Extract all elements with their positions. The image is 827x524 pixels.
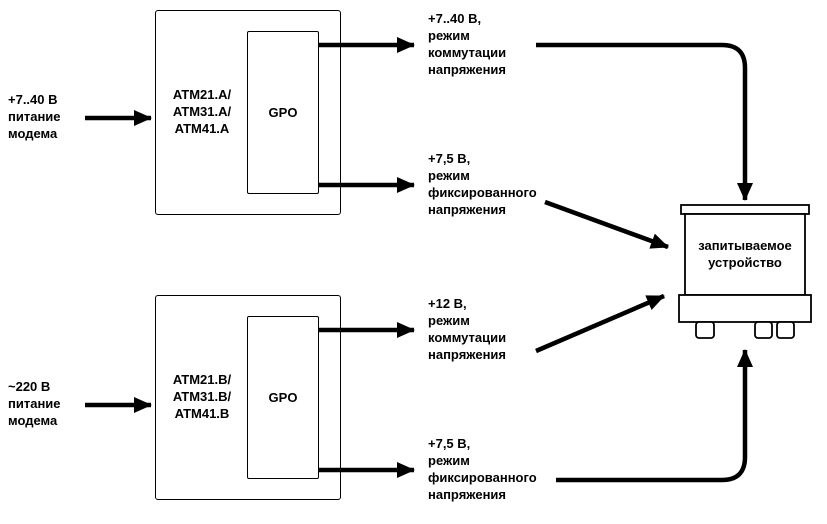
device-base xyxy=(678,294,812,323)
device-lid xyxy=(680,204,810,215)
device-foot-3 xyxy=(776,321,795,339)
input-a-label: +7..40 В питание модема xyxy=(8,92,61,141)
input-b-label: ~220 В питание модема xyxy=(8,379,61,428)
arrow-to-device-top xyxy=(536,42,753,201)
output-b-fixed-label: +7,5 В, режим фиксированного напряжения xyxy=(428,436,537,502)
output-a-fixed-label: +7,5 В, режим фиксированного напряжения xyxy=(428,151,537,217)
arrow-to-device-left-upper xyxy=(544,199,669,250)
modem-unit-b: ATM21.B/ ATM31.B/ ATM41.B GPO xyxy=(155,295,341,500)
gpo-box-a: GPO xyxy=(247,31,319,194)
arrow-to-device-left-lower xyxy=(535,293,665,354)
device-foot-1 xyxy=(695,321,715,339)
arrow-to-device-bottom xyxy=(556,349,753,483)
output-a-switch-label: +7..40 В, режим коммутации напряжения xyxy=(428,11,507,77)
modem-unit-a: ATM21.A/ ATM31.A/ ATM41.A GPO xyxy=(155,10,341,215)
unit-b-label: ATM21.B/ ATM31.B/ ATM41.B xyxy=(172,372,232,421)
device-label: запитываемое устройство xyxy=(698,237,792,270)
gpo-a-label: GPO xyxy=(268,105,298,120)
gpo-b-label: GPO xyxy=(268,390,298,405)
unit-a-label: ATM21.A/ ATM31.A/ ATM41.A xyxy=(172,87,232,136)
device-foot-2 xyxy=(754,321,773,339)
output-b-switch-label: +12 В, режим коммутации напряжения xyxy=(428,296,507,362)
gpo-box-b: GPO xyxy=(247,316,319,479)
